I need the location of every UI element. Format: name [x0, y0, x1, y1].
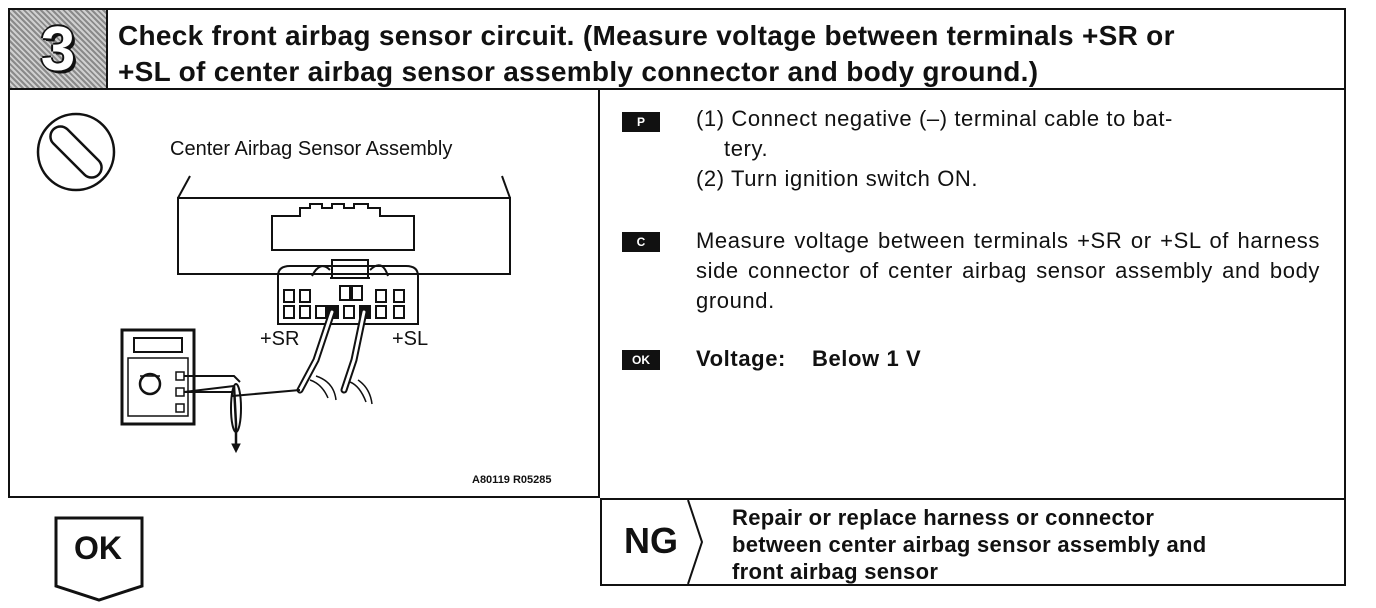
ng-action-line-1: Repair or replace harness or connector	[732, 505, 1155, 530]
prepare-step-1-continuation: tery.	[724, 136, 769, 161]
step-title: Check front airbag sensor circuit. (Meas…	[118, 18, 1338, 90]
prepare-step-1: (1) Connect negative (–) terminal cable …	[696, 106, 1173, 131]
step-number-box: 3	[10, 10, 108, 88]
center-airbag-sensor-assembly	[177, 175, 511, 275]
voltmeter-symbol-icon	[36, 112, 116, 192]
check-tag: C	[622, 232, 660, 252]
figure-code: A80119 R05285	[472, 474, 552, 486]
terminal-sr-label: +SR	[260, 328, 300, 350]
wiring-diagram	[36, 112, 511, 454]
harness-connector	[277, 259, 419, 325]
prepare-step-2: (2) Turn ignition switch ON.	[696, 166, 979, 191]
multimeter	[120, 328, 301, 454]
ng-action-text: Repair or replace harness or connector b…	[732, 504, 1332, 585]
ok-criteria-value: Below 1 V	[811, 346, 922, 371]
figure-label: Center Airbag Sensor Assembly	[170, 138, 453, 160]
instructions-panel: P (1) Connect negative (–) terminal cabl…	[600, 90, 1346, 498]
step-title-line-1: Check front airbag sensor circuit. (Meas…	[118, 20, 1175, 51]
ng-action-line-3: front airbag sensor	[732, 559, 939, 584]
test-probes	[296, 308, 373, 405]
ok-criteria: Voltage: Below 1 V	[696, 344, 1320, 374]
step-number: 3	[40, 14, 76, 84]
ng-label: NG	[624, 520, 678, 561]
ok-criteria-label: Voltage:	[696, 346, 786, 371]
step-header: 3 Check front airbag sensor circuit. (Me…	[8, 8, 1346, 90]
terminal-sl-label: +SL	[392, 328, 429, 350]
figure-panel: Center Airbag Sensor Assembly +SR +SL A8…	[8, 90, 600, 498]
prepare-tag: P	[622, 112, 660, 132]
check-text: Measure voltage between terminals +SR or…	[696, 228, 1320, 313]
ng-arrow-divider	[687, 500, 704, 584]
ng-action-line-2: between center airbag sensor assembly an…	[732, 532, 1207, 557]
ng-result-box: NG Repair or replace harness or connecto…	[600, 498, 1346, 586]
ok-badge-label: OK	[74, 530, 122, 566]
step-title-line-2: +SL of center airbag sensor assembly con…	[118, 56, 1039, 87]
ok-tag: OK	[622, 350, 660, 370]
ok-badge-icon	[54, 516, 144, 602]
